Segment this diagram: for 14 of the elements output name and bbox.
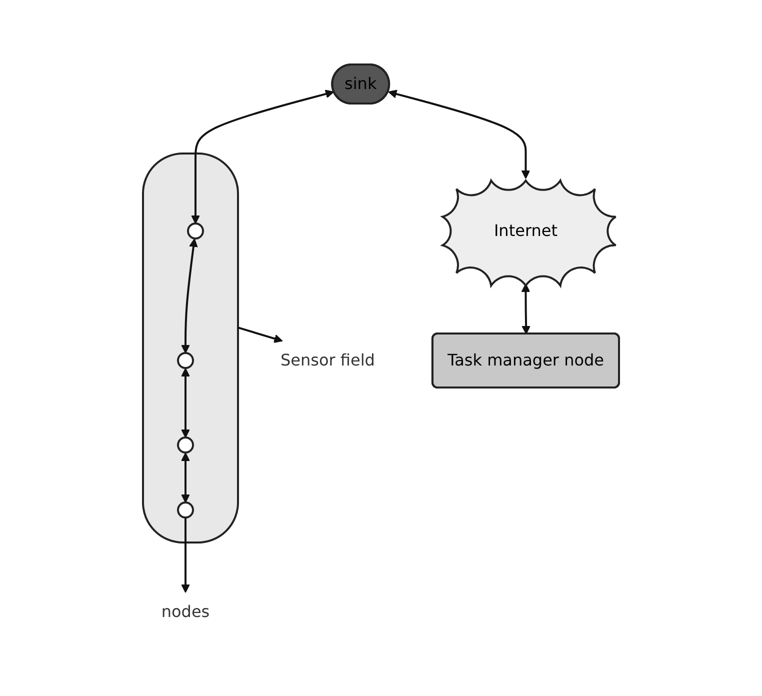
arrow xyxy=(181,518,190,593)
arrow xyxy=(181,368,190,438)
arrow xyxy=(521,284,530,334)
arrow xyxy=(191,90,334,224)
node-circle xyxy=(177,352,194,369)
arrow xyxy=(238,326,283,343)
node-text: nodes xyxy=(161,602,210,621)
node-text: Sensor field xyxy=(280,350,375,370)
arrow xyxy=(181,452,190,503)
arrow xyxy=(388,90,530,179)
node-circle xyxy=(187,222,204,240)
node-circle xyxy=(177,436,194,454)
arrow xyxy=(181,238,198,354)
node-circle xyxy=(177,502,194,518)
